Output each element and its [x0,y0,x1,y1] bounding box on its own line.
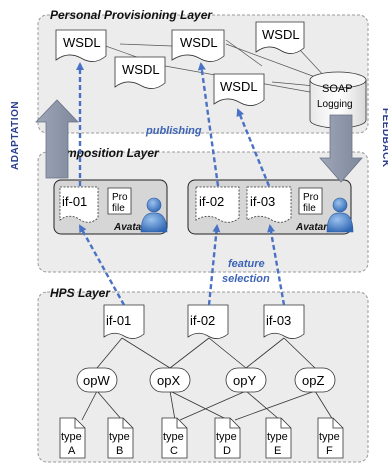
svg-text:if-02: if-02 [190,313,215,328]
feedback-label: FEEDBACK [380,108,388,168]
svg-text:C: C [170,445,178,457]
hps-interface-if-02: if-02 [187,304,229,339]
svg-text:Pro: Pro [112,192,128,203]
svg-text:Avatar: Avatar [295,222,328,233]
operation-node-opX: opX [149,367,191,393]
svg-text:A: A [68,445,76,457]
operation-node-opZ: opZ [294,367,336,393]
svg-text:type: type [267,431,288,443]
svg-text:if-02: if-02 [199,194,224,209]
svg-text:if-03: if-03 [266,313,291,328]
svg-text:F: F [326,445,333,457]
svg-text:E: E [274,445,281,457]
svg-text:type: type [61,431,82,443]
svg-text:WSDL: WSDL [63,35,101,50]
svg-text:if-03: if-03 [250,194,275,209]
wsdl-doc-1: WSDL [55,29,107,62]
hps-graph-edges [81,337,334,421]
svg-text:if-01: if-01 [106,313,131,328]
type-doc-A: type A [59,417,86,459]
hps-interface-if-03: if-03 [263,304,305,339]
avatar-right: if-02 if-03 Pro file Avatar [187,179,354,235]
svg-text:opZ: opZ [302,373,324,388]
svg-text:WSDL: WSDL [220,79,258,94]
svg-text:D: D [223,445,231,457]
hps-interface-if-01: if-01 [103,304,145,339]
person-icon [326,197,354,233]
person-icon [140,197,168,233]
svg-text:WSDL: WSDL [262,27,300,42]
type-doc-F: type F [317,417,344,459]
svg-text:opW: opW [83,373,110,388]
type-doc-D: type D [214,417,241,459]
wsdl-doc-2: WSDL [171,29,225,62]
svg-text:opX: opX [157,373,180,388]
svg-text:type: type [163,431,184,443]
feature-selection-arrows [78,224,286,306]
svg-text:type: type [216,431,237,443]
operation-node-opW: opW [76,367,118,393]
wsdl-doc-4: WSDL [114,56,166,89]
svg-text:Avatar: Avatar [113,222,146,233]
svg-text:SOAP: SOAP [322,83,353,95]
svg-text:WSDL: WSDL [122,62,160,77]
feature-selection-label-2: selection [222,273,270,285]
adaptation-arrow [35,99,79,179]
svg-text:Pro: Pro [303,192,319,203]
operation-node-opY: opY [225,367,267,393]
svg-text:B: B [116,445,123,457]
svg-text:type: type [319,431,340,443]
personal-layer-title: Personal Provisioning Layer [50,8,213,22]
svg-text:file: file [303,203,316,214]
type-doc-E: type E [265,417,292,459]
svg-text:Logging: Logging [317,99,353,110]
publishing-arrows [76,62,271,187]
svg-text:type: type [109,431,130,443]
avatar-left: if-01 Pro file Avatar [53,179,168,235]
hps-layer-title: HPS Layer [50,286,111,300]
svg-text:if-01: if-01 [62,194,87,209]
wsdl-doc-3: WSDL [255,21,305,54]
svg-text:opY: opY [233,373,256,388]
adaptation-label: ADAPTATION [10,101,21,170]
type-doc-C: type C [161,417,188,459]
wsdl-doc-5: WSDL [213,73,265,106]
feedback-arrow [319,114,363,183]
svg-text:file: file [112,203,125,214]
publishing-label: publishing [145,125,202,137]
composition-layer-title: Composition Layer [50,146,160,160]
type-doc-B: type B [107,417,134,459]
svg-text:WSDL: WSDL [180,35,218,50]
feature-selection-label-1: feature [228,258,265,270]
